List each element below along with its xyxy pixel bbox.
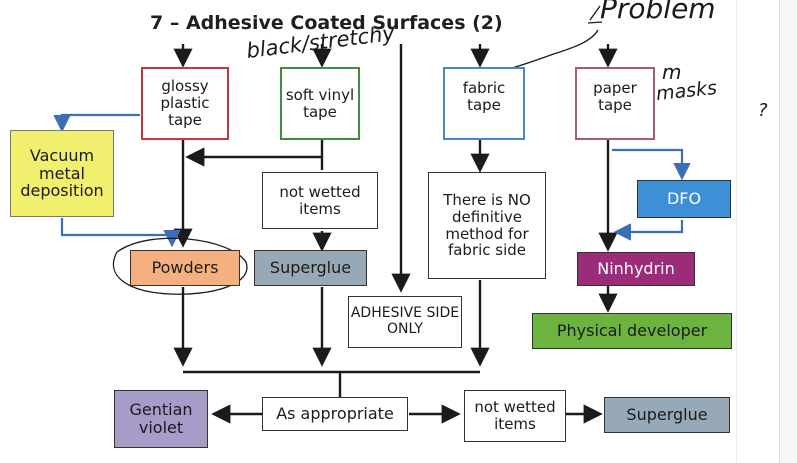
page-divider — [736, 0, 737, 463]
page-title: 7 – Adhesive Coated Surfaces (2) — [150, 12, 503, 34]
not-wetted-items-box-2: not wetted items — [464, 390, 566, 442]
glossy-plastic-tape-box: glossy plastic tape — [141, 67, 229, 140]
slide: 7 – Adhesive Coated Surfaces (2) — [10, 0, 768, 448]
handwritten-question-mark: ? — [758, 100, 768, 121]
not-wetted-items-box-1: not wetted items — [262, 172, 378, 229]
paper-tape-box: paper tape — [575, 67, 655, 140]
dfo-box: DFO — [637, 180, 731, 218]
physical-developer-box: Physical developer — [532, 313, 732, 349]
adhesive-side-only-box: ADHESIVE SIDE ONLY — [348, 296, 462, 348]
ninhydrin-box: Ninhydrin — [577, 252, 695, 286]
vertical-scrollbar[interactable] — [779, 0, 797, 463]
as-appropriate-box: As appropriate — [262, 397, 408, 431]
flow-connectors — [53, 5, 691, 424]
handwritten-problem-note: Problem — [600, 0, 716, 25]
fabric-tape-box: fabric tape — [443, 67, 525, 140]
powders-box: Powders — [130, 250, 240, 286]
gentian-violet-box: Gentian violet — [114, 390, 208, 448]
soft-vinyl-tape-box: soft vinyl tape — [280, 67, 360, 140]
superglue-box-2: Superglue — [604, 397, 730, 433]
no-definitive-method-box: There is NO definitive method for fabric… — [428, 172, 546, 279]
vacuum-metal-deposition-box: Vacuum metal deposition — [10, 130, 114, 217]
superglue-box-1: Superglue — [254, 250, 367, 286]
handwritten-m-note: m — [662, 60, 682, 84]
